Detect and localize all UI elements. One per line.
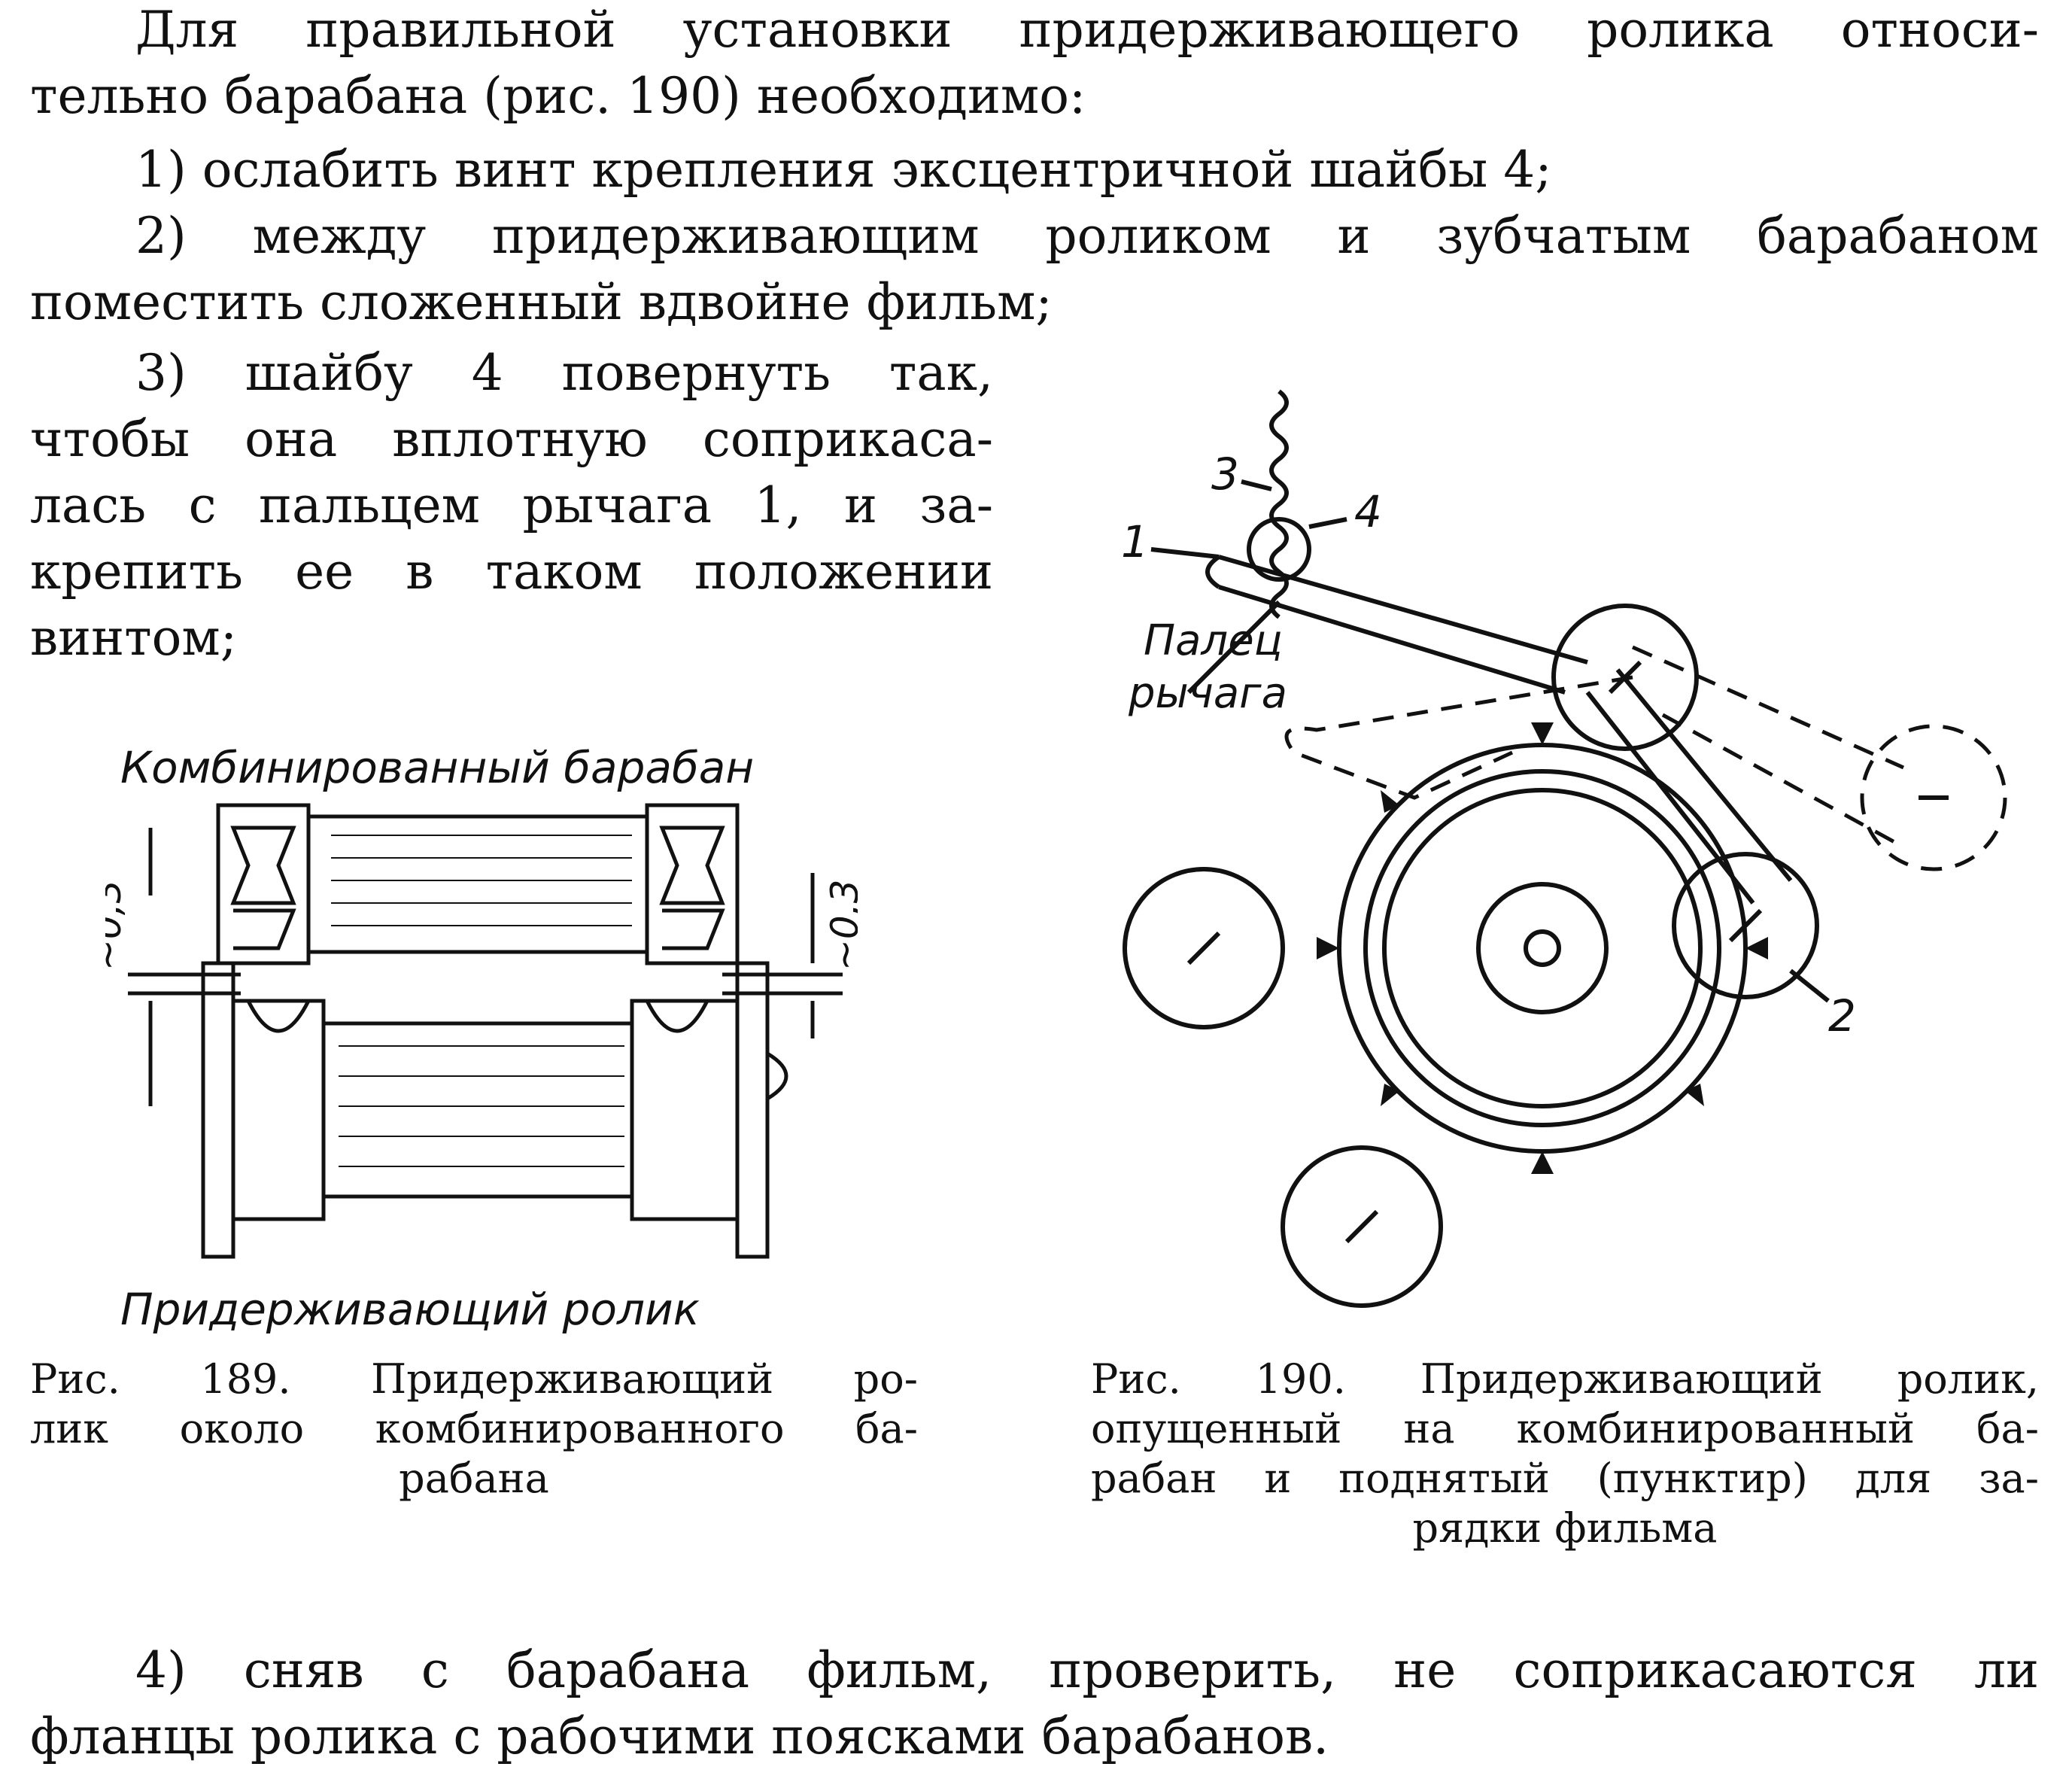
step-3-line-2: чтобы она вплотную соприкаса- [30, 410, 993, 468]
step-3-line-3: лась с пальцем рычага 1, и за- [30, 476, 993, 534]
fig190-caption-line-1: Рис. 190. Придерживающий ролик, [1091, 1355, 2039, 1403]
step-3-line-1: 3) шайбу 4 повернуть так, [135, 344, 993, 402]
figure-190-caption: Рис. 190. Придерживающий ролик, опущенны… [1091, 1355, 2039, 1553]
fig190-caption-line-4: рядки фильма [1412, 1504, 1718, 1552]
fig189-top-label: Комбинированный барабан [120, 742, 754, 793]
fig189-dim-left: ~0,3 [105, 880, 129, 971]
fig189-bottom-label: Придерживающий ролик [120, 1284, 700, 1335]
fig189-caption-line-1: Рис. 189. Придерживающий ро- [30, 1355, 918, 1403]
intro-line-1: Для правильной установки придерживающего… [135, 1, 2039, 59]
fig190-caption-line-2: опущенный на комбинированный ба- [1091, 1405, 2039, 1452]
fig190-label-2: 2 [1828, 990, 1856, 1041]
figure-189-drawing: Комбинированный барабан ~0 [105, 742, 858, 1335]
step-3-line-4: крепить ее в таком положении [30, 543, 993, 601]
step-2-line-1: 2) между придерживающим роликом и зубчат… [135, 207, 2039, 265]
figure-190-drawing: 1 2 3 4 Палец рычага [1121, 389, 2007, 1308]
fig190-label-1: 1 [1121, 516, 1149, 567]
fig189-dim-right: ~0,3 [823, 880, 858, 971]
fig189-caption-line-3: рабана [399, 1455, 549, 1502]
figure-189-caption: Рис. 189. Придерживающий ро- лик около к… [30, 1355, 918, 1504]
step-1: 1) ослабить винт крепления эксцентричной… [135, 141, 1552, 199]
fig190-finger-label-1: Палец [1144, 616, 1283, 665]
fig190-label-4: 4 [1354, 486, 1382, 537]
step-4-line-2: фланцы ролика с рабочими поясками бараба… [30, 1707, 1329, 1765]
fig190-finger-label-2: рычага [1128, 669, 1287, 718]
fig189-caption-line-2: лик около комбинированного ба- [30, 1405, 918, 1452]
step-3-line-5: винтом; [30, 609, 237, 667]
fig190-caption-line-3: рабан и поднятый (пунктир) для за- [1091, 1455, 2039, 1502]
step-4-line-1: 4) сняв с барабана фильм, проверить, не … [135, 1641, 2039, 1699]
step-2-line-2: поместить сложенный вдвойне фильм; [30, 273, 1053, 331]
fig190-label-3: 3 [1211, 449, 1239, 500]
intro-line-2: тельно барабана (рис. 190) необходимо: [30, 67, 1086, 125]
